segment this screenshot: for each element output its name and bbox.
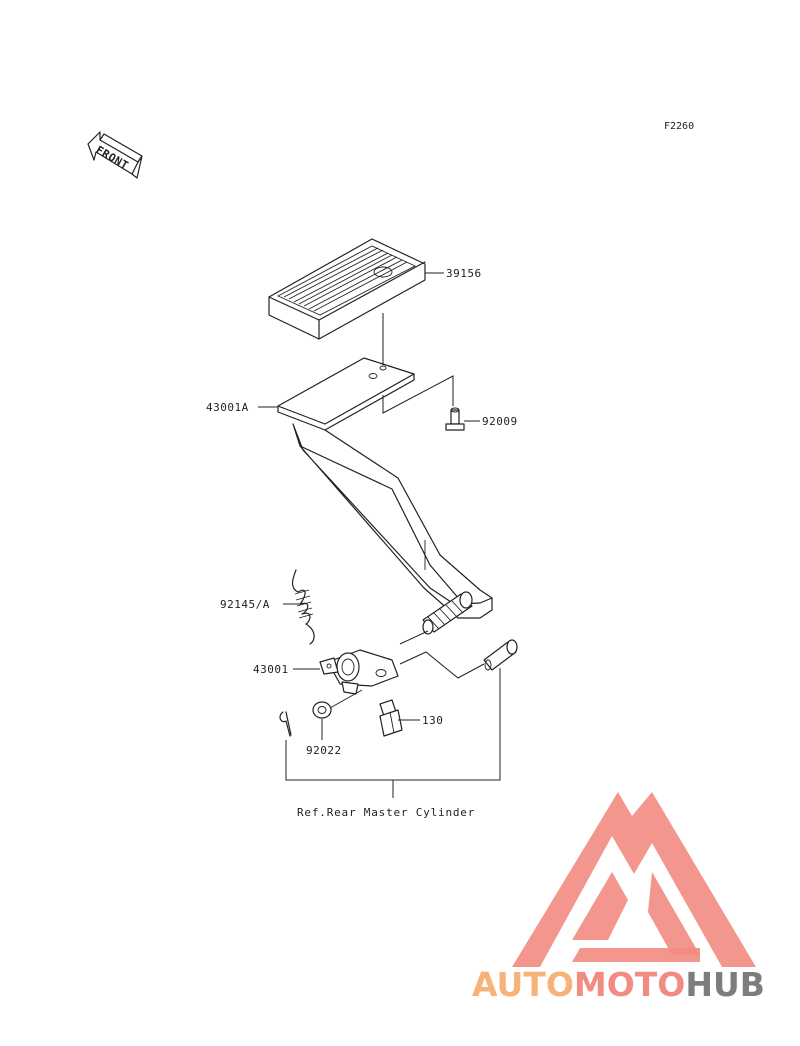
watermark-brand: AUTOMOTOHUB xyxy=(472,965,765,1004)
washer-92022 xyxy=(312,701,332,719)
label-130: 130 xyxy=(422,714,443,727)
label-92009: 92009 xyxy=(482,415,518,428)
label-43001: 43001 xyxy=(253,663,289,676)
clevis-pin xyxy=(483,639,518,671)
bolt-130 xyxy=(379,699,403,737)
figure-code: F2260 xyxy=(664,121,694,132)
pedal-plate xyxy=(277,357,415,431)
label-92022: 92022 xyxy=(306,744,342,757)
cotter-pin xyxy=(279,711,292,737)
pedal-pad xyxy=(268,238,426,340)
pivot-shaft xyxy=(422,591,473,635)
watermark-hub: HUB xyxy=(685,965,765,1004)
label-92145A: 92145/A xyxy=(220,598,270,611)
leader-lines xyxy=(258,272,501,798)
watermark-moto: MOTO xyxy=(574,965,685,1004)
watermark-auto: AUTO xyxy=(472,965,574,1004)
label-39156: 39156 xyxy=(446,267,482,280)
front-arrow-icon: FRONT xyxy=(87,131,143,179)
pedal-bracket xyxy=(319,649,399,695)
return-spring xyxy=(291,569,315,645)
pedal-arm xyxy=(292,423,493,619)
watermark-logo-icon xyxy=(512,792,756,967)
label-43001A: 43001A xyxy=(206,401,249,414)
bolt-92009 xyxy=(445,407,465,431)
reference-note: Ref.Rear Master Cylinder xyxy=(297,806,475,819)
